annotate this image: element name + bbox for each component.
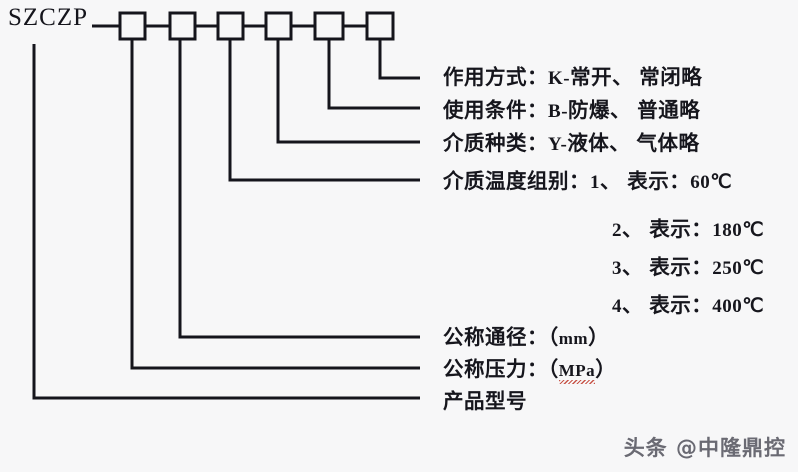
nominal-pressure-label: 公称压力：（ [443,358,559,381]
temperature-group-1-index: 1 [590,172,600,193]
temperature-group-1-comma: 、 [600,170,628,193]
row-medium-type: 介质种类：Y-液体、 气体略 [443,126,700,156]
code-box-6 [365,11,395,41]
row-service-condition-sep: - [561,101,569,122]
row-medium-type-sep: - [560,134,568,155]
row-action-mode-sep: - [563,68,571,89]
row-action-mode-code: K [548,68,564,89]
temperature-group-2-indicates: 表示： [649,218,713,241]
temperature-group-2-value: 180℃ [712,220,765,241]
row-medium-type-value: 液体、 气体略 [567,132,700,155]
row-medium-type-code: Y [548,134,561,155]
row-nominal-diameter: 公称通径：（mm） [443,320,609,350]
row-action-mode-label: 作用方式： [443,66,548,89]
temperature-group-2-comma: 、 [622,218,650,241]
temperature-group-4-comma: 、 [622,294,650,317]
temperature-group-3-index: 3 [612,258,622,279]
model-code-label: SZCZP [8,4,89,31]
leader-medium-type [276,39,420,144]
temperature-group-label: 介质温度组别： [443,170,590,193]
nominal-diameter-label: 公称通径：（ [443,326,559,349]
row-temperature-group-4: 4、 表示：400℃ [612,288,764,318]
temperature-group-3-indicates: 表示： [649,256,713,279]
row-action-mode: 作用方式：K-常开、 常闭略 [443,60,702,90]
row-service-condition-code: B [548,101,562,122]
temperature-group-4-index: 4 [612,296,622,317]
row-service-condition: 使用条件：B-防爆、 普通略 [443,93,700,123]
watermark: 头条 @中隆鼎控 [623,436,786,460]
row-temperature-group-3: 3、 表示：250℃ [612,250,764,280]
temperature-group-1-indicates: 表示： [627,170,691,193]
temperature-group-3-comma: 、 [622,256,650,279]
code-box-4 [264,11,293,41]
nominal-pressure-close: ） [595,358,617,381]
temperature-group-3-value: 250℃ [712,258,765,279]
leader-service-condition [327,39,420,110]
code-box-5 [313,11,345,41]
row-nominal-pressure: 公称压力：（MPa） [443,352,617,384]
temperature-group-1-value: 60℃ [690,172,733,193]
row-temperature-group: 介质温度组别：1、 表示：60℃ [443,164,732,194]
row-temperature-group-2: 2、 表示：180℃ [612,212,764,242]
temperature-group-4-indicates: 表示： [649,294,713,317]
code-box-3 [216,11,245,41]
leader-action-mode [378,39,420,80]
nominal-diameter-close: ） [588,326,610,349]
code-box-2 [168,11,197,41]
temperature-group-4-value: 400℃ [712,296,765,317]
row-product-model: 产品型号 [443,384,527,414]
product-model-label: 产品型号 [443,390,527,413]
row-action-mode-value: 常开、 常闭略 [570,66,703,89]
nominal-diameter-unit: mm [558,329,589,348]
row-service-condition-label: 使用条件： [443,99,548,122]
temperature-group-2-index: 2 [612,220,622,241]
leader-nominal-pressure [130,39,420,370]
leader-nominal-diameter [178,39,420,339]
leader-product-model [32,44,420,400]
leader-temperature-group [228,39,420,182]
code-box-1 [118,11,147,41]
row-service-condition-value: 防爆、 普通略 [568,99,701,122]
row-medium-type-label: 介质种类： [443,132,548,155]
nominal-pressure-unit: MPa [558,361,596,384]
